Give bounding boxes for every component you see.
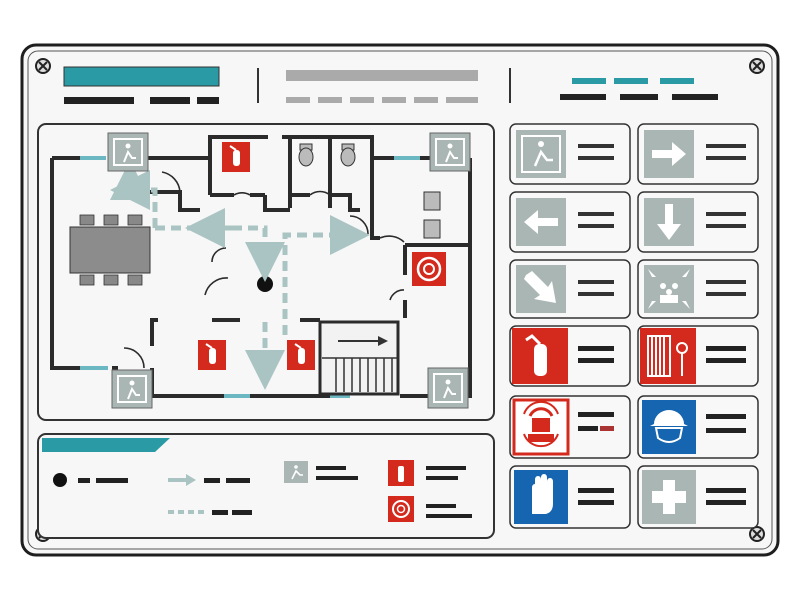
legend-item-dashed-route [168,510,252,515]
screw-icon-br [749,526,765,542]
legend-item-assembly-dot [53,473,128,487]
screw-icon-tl [35,58,51,74]
header-title-bar [63,66,220,87]
toilet-icon [298,143,356,167]
screw-icon-tr [749,58,765,74]
legend-item-alarm [388,496,472,522]
bottom-legend [37,433,495,539]
header-subtitle-bar [286,70,478,81]
conference-table [69,214,151,286]
legend-card-arrow-left [509,191,631,253]
legend-item-extinguisher [388,460,466,486]
legend-card-hard-hat [637,395,759,459]
legend-item-evacuation-arrow [168,474,250,486]
extinguisher-top [222,142,250,172]
header-subtitle-dashes [286,97,478,103]
legend-card-fire-extinguisher [509,325,631,387]
legend-card-exit [509,123,631,185]
exit-sign-bottom-right [427,367,469,409]
bottom-legend-title-bar [42,438,170,452]
exit-sign-bottom-left [111,369,153,409]
fire-alarm-icon [412,252,446,286]
exit-sign-top-left [107,132,149,172]
inner-frame [27,50,773,550]
legend-card-first-aid [637,465,759,529]
header-legend-teal [572,78,694,84]
legend-card-arrow-right [637,123,759,185]
legend-card-arrow-down-right [509,259,631,319]
legend-card-arrow-down [637,191,759,253]
header [63,66,718,104]
cabinets [423,191,441,239]
windows [80,156,420,398]
legend-card-gloves [509,465,631,529]
legend-card-assembly-point [637,259,759,319]
legend-item-exit-sign [284,461,358,483]
legend-card-fire-hose [637,325,759,387]
floor-plan [37,123,495,421]
exit-sign-top-right [429,132,471,172]
extinguisher-mid-left [198,340,226,370]
header-legend-dark [560,94,718,100]
assembly-point-dot [257,276,273,292]
stairs-icon [318,320,400,396]
sign-legend-grid [509,123,759,529]
legend-card-fire-alarm [509,395,631,459]
extinguisher-mid-right [287,340,315,370]
evacuation-route-arrows [110,160,370,390]
